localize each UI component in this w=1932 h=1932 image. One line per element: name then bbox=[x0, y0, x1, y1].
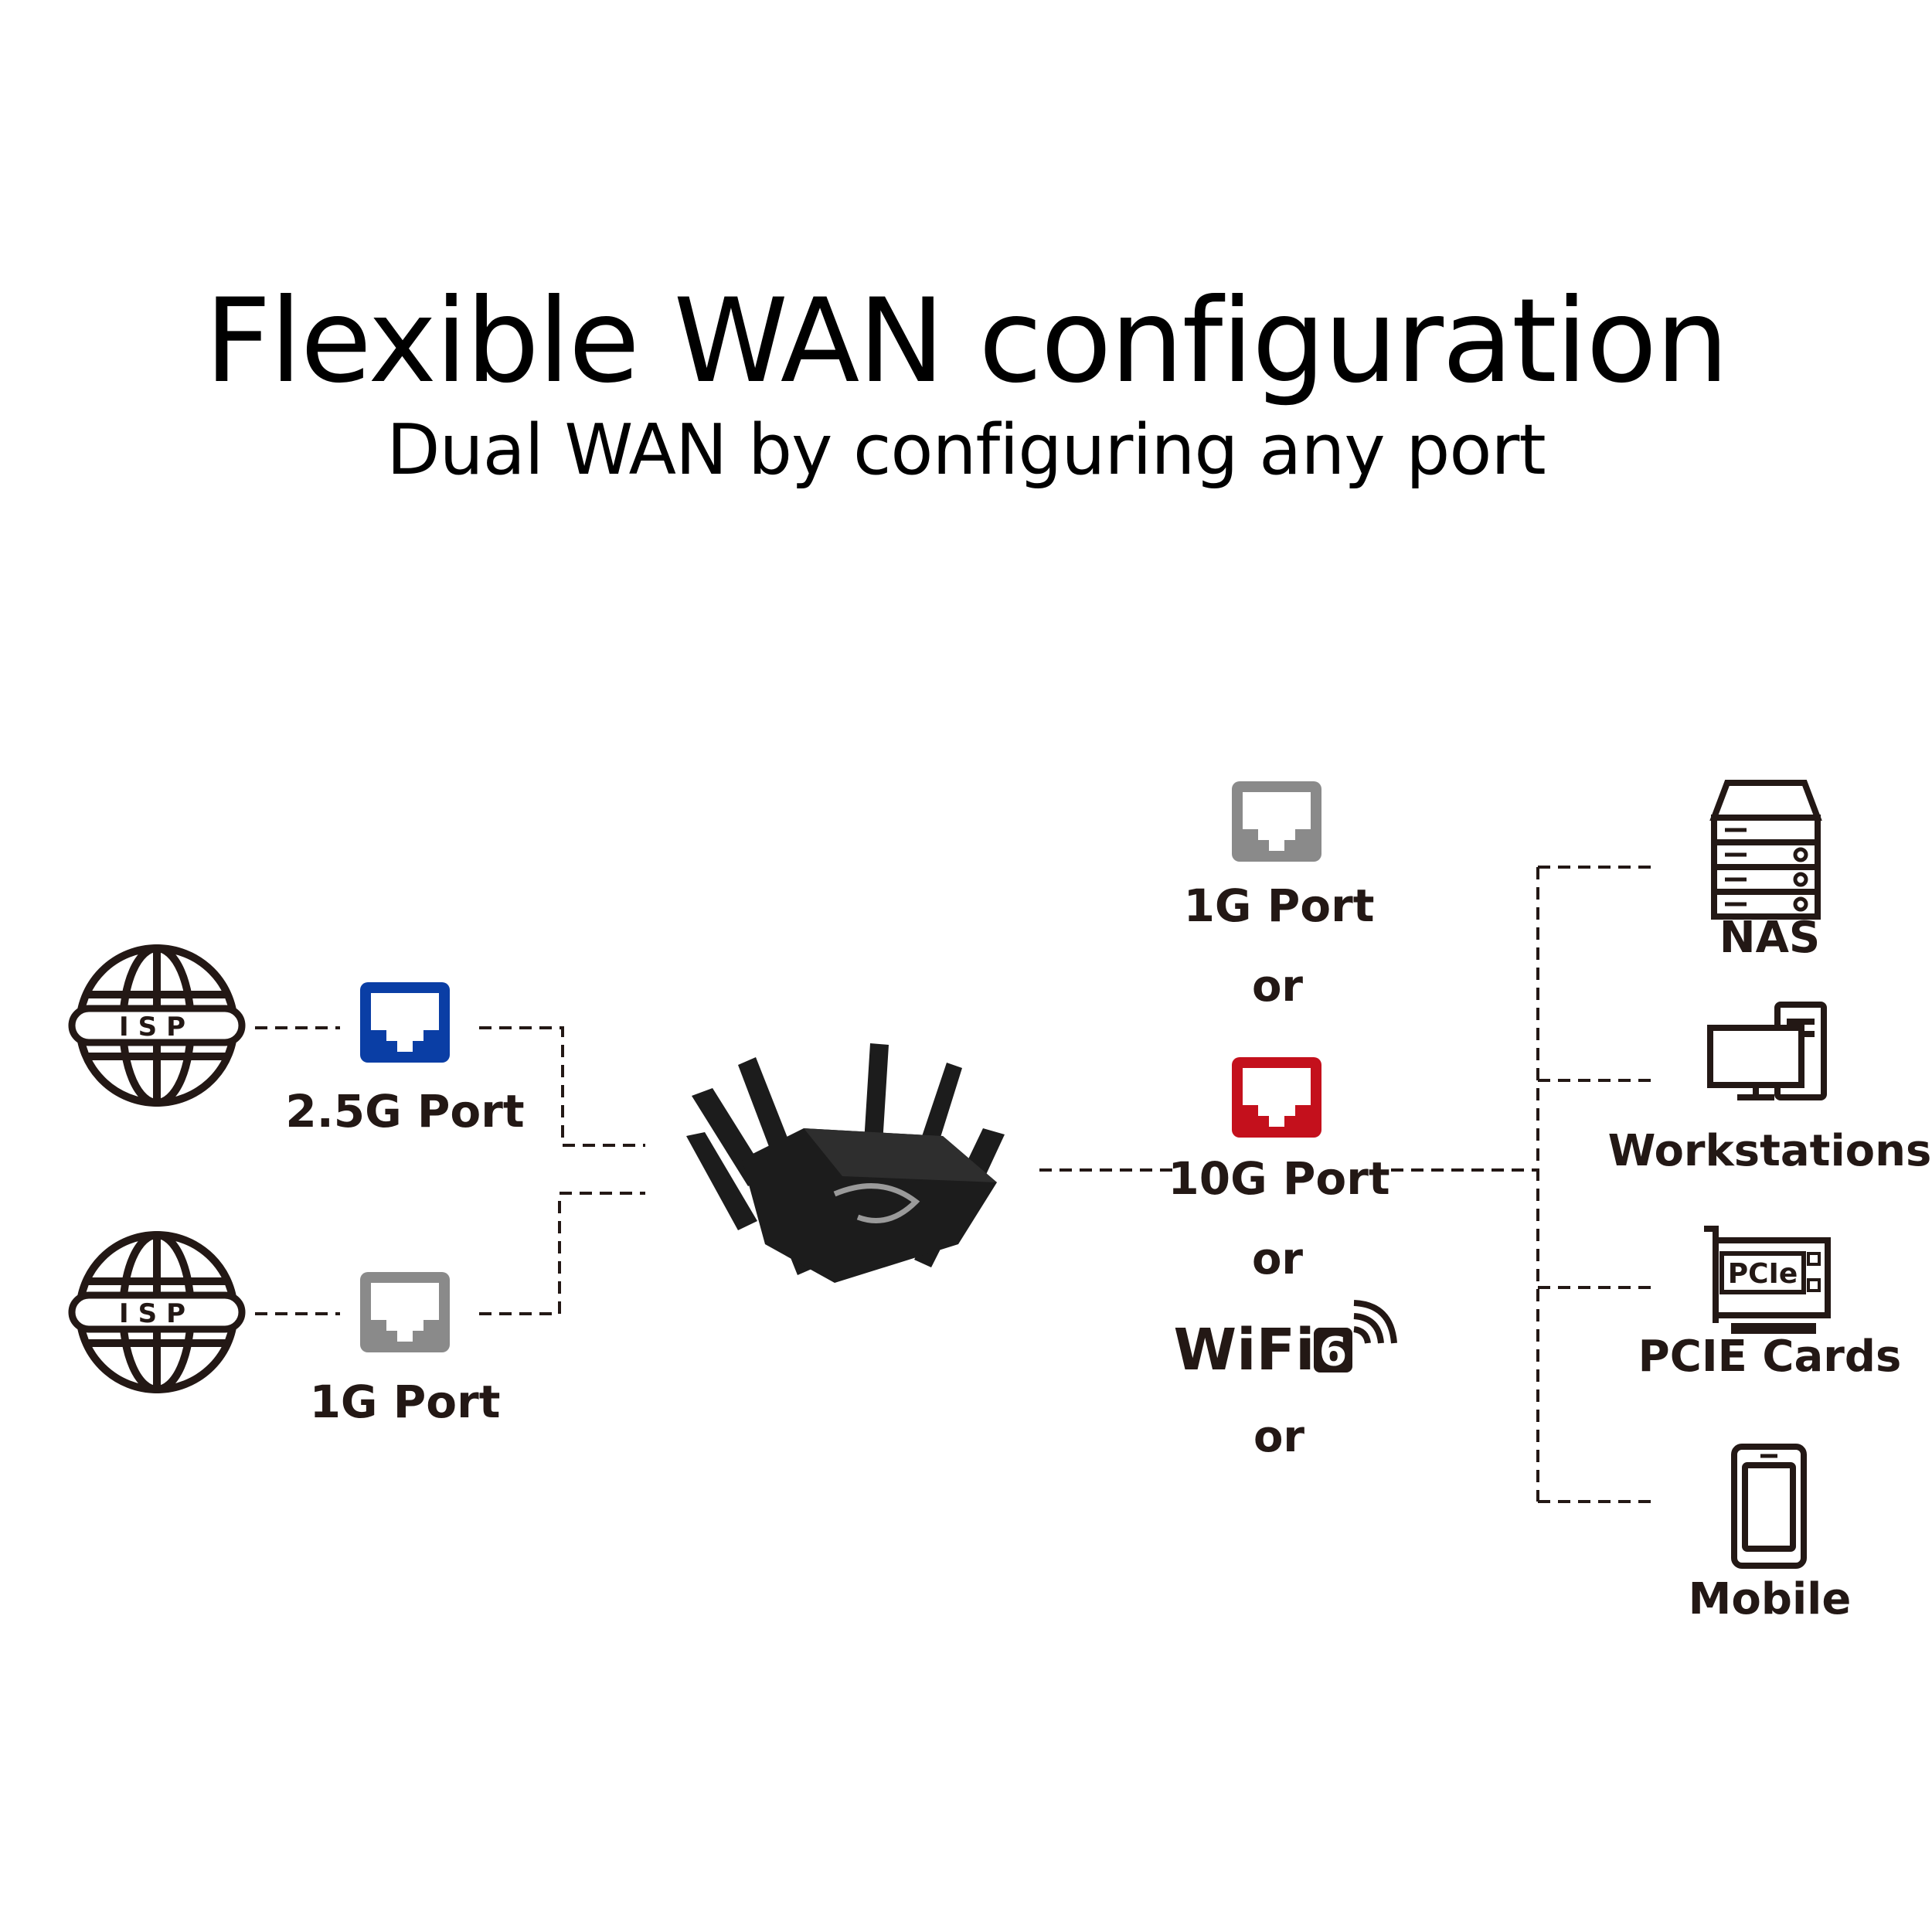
lan-1g-port-label: 1G Port bbox=[1184, 879, 1375, 932]
device-label-mobile: Mobile bbox=[1689, 1574, 1852, 1624]
globe-isp-icon: ISP bbox=[68, 1235, 246, 1389]
workstation-icon bbox=[1707, 1002, 1827, 1100]
wifi-label: WiFi bbox=[1174, 1317, 1315, 1383]
page-subtitle: Dual WAN by configuring any port bbox=[386, 410, 1546, 491]
gaming-router-icon bbox=[686, 1043, 1005, 1283]
device-label-nas: NAS bbox=[1719, 913, 1821, 963]
nas-icon bbox=[1709, 780, 1822, 920]
pcie-badge: PCIe bbox=[1728, 1258, 1798, 1290]
globe-isp-icon: ISP bbox=[68, 948, 246, 1103]
isp-badge: ISP bbox=[119, 1012, 195, 1043]
or-label: or bbox=[1253, 1412, 1304, 1462]
ethernet-port-grey-icon bbox=[359, 1270, 451, 1354]
wan-port-label-1: 2.5G Port bbox=[285, 1085, 524, 1138]
or-label: or bbox=[1252, 1234, 1303, 1284]
device-label-workstations: Workstations bbox=[1608, 1126, 1932, 1176]
pcie-card-icon: PCIe bbox=[1704, 1226, 1831, 1334]
connector-lines bbox=[255, 866, 1654, 1503]
ethernet-port-blue-icon bbox=[359, 981, 451, 1064]
wifi6-logo: WiFi 6 bbox=[1174, 1300, 1397, 1383]
mobile-phone-icon bbox=[1731, 1444, 1807, 1569]
ethernet-port-grey-icon bbox=[1230, 780, 1323, 863]
wifi-6-badge: 6 bbox=[1319, 1329, 1347, 1376]
device-label-pcie-cards: PCIE Cards bbox=[1638, 1332, 1902, 1382]
lan-10g-port-label: 10G Port bbox=[1168, 1152, 1389, 1205]
page-title: Flexible WAN configuration bbox=[204, 274, 1730, 409]
wifi-signal-icon bbox=[1353, 1300, 1397, 1344]
wan-port-label-2: 1G Port bbox=[310, 1376, 501, 1428]
isp-badge: ISP bbox=[119, 1298, 195, 1329]
or-label: or bbox=[1252, 961, 1303, 1012]
ethernet-port-red-icon bbox=[1230, 1056, 1323, 1139]
